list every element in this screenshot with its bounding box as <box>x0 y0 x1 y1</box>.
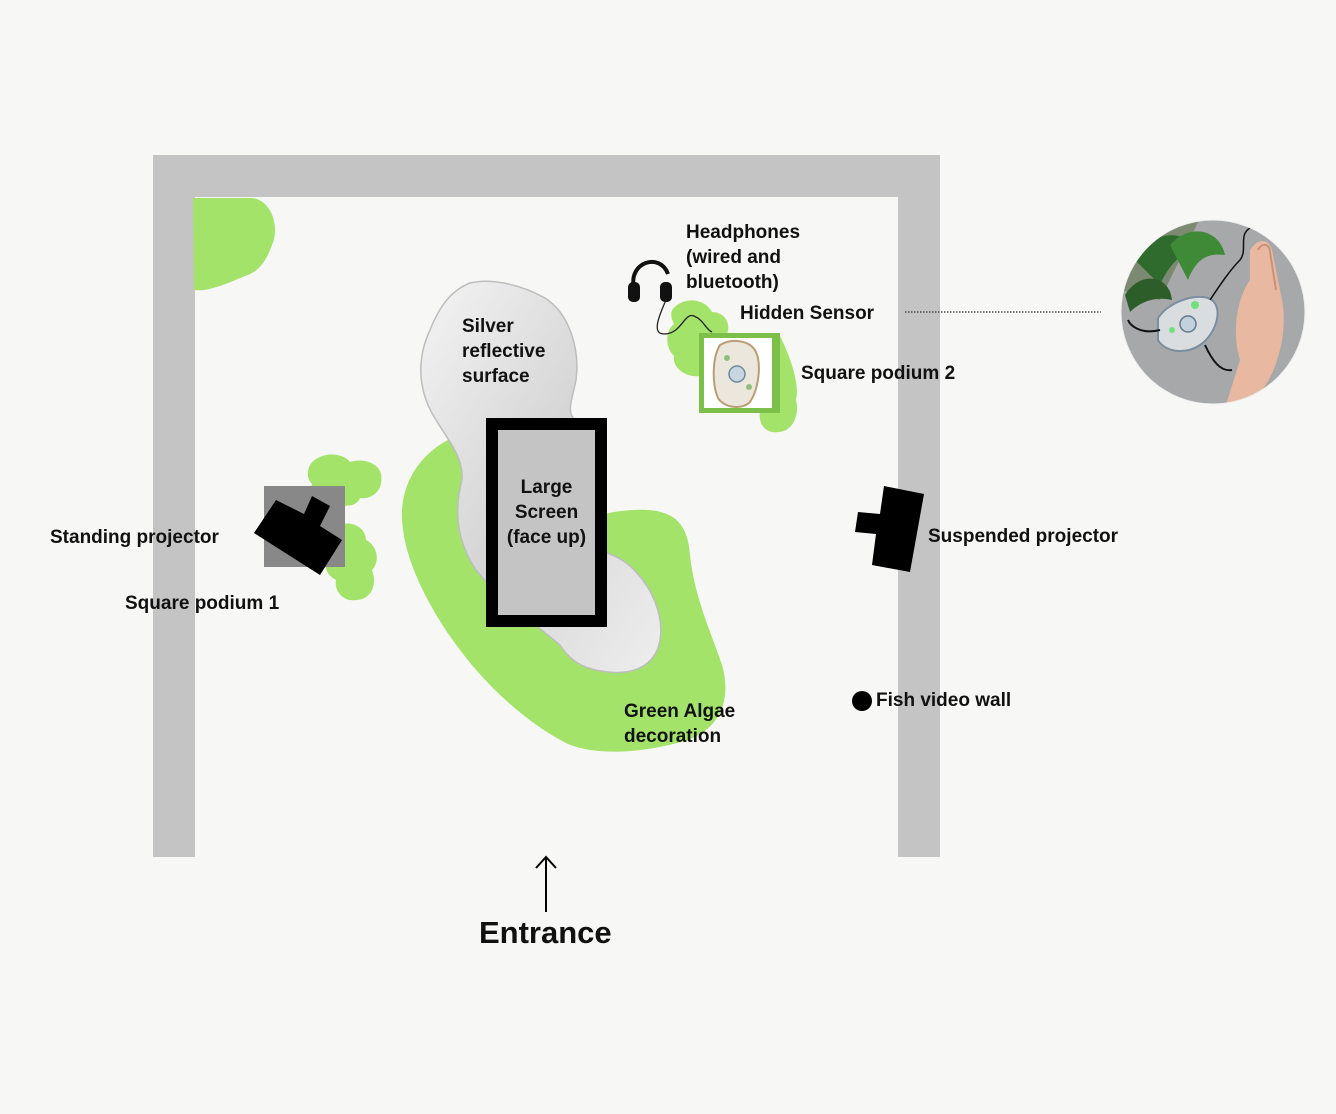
walls <box>153 155 940 857</box>
entrance-label: Entrance <box>479 915 612 950</box>
sensor-photo-border <box>1120 219 1306 405</box>
square-podium-2-label: Square podium 2 <box>801 363 956 384</box>
silver-surface-label: Silver reflective surface <box>462 316 546 387</box>
arrow-up-icon <box>535 855 557 912</box>
large-screen-label: Large Screen (face up) <box>506 477 587 548</box>
suspended-projector <box>855 486 924 572</box>
standing-projector-label: Standing projector <box>50 527 219 548</box>
sensor-device-photo <box>712 339 760 408</box>
wall-top <box>153 155 940 197</box>
algae-corner <box>193 198 276 291</box>
green-algae-label: Green Algae decoration <box>624 701 736 747</box>
wall-left <box>153 155 195 857</box>
large-screen-surface <box>498 430 595 615</box>
square-podium-1-label: Square podium 1 <box>125 593 280 614</box>
fish-video-wall-marker <box>852 691 872 711</box>
suspended-projector-label: Suspended projector <box>928 526 1119 547</box>
headphones-icon <box>628 259 713 335</box>
hidden-sensor-label: Hidden Sensor <box>740 303 875 324</box>
fish-video-wall-label: Fish video wall <box>876 690 1012 711</box>
headphones-label: Headphones (wired and bluetooth) <box>686 222 801 293</box>
standing-projector <box>254 496 342 575</box>
